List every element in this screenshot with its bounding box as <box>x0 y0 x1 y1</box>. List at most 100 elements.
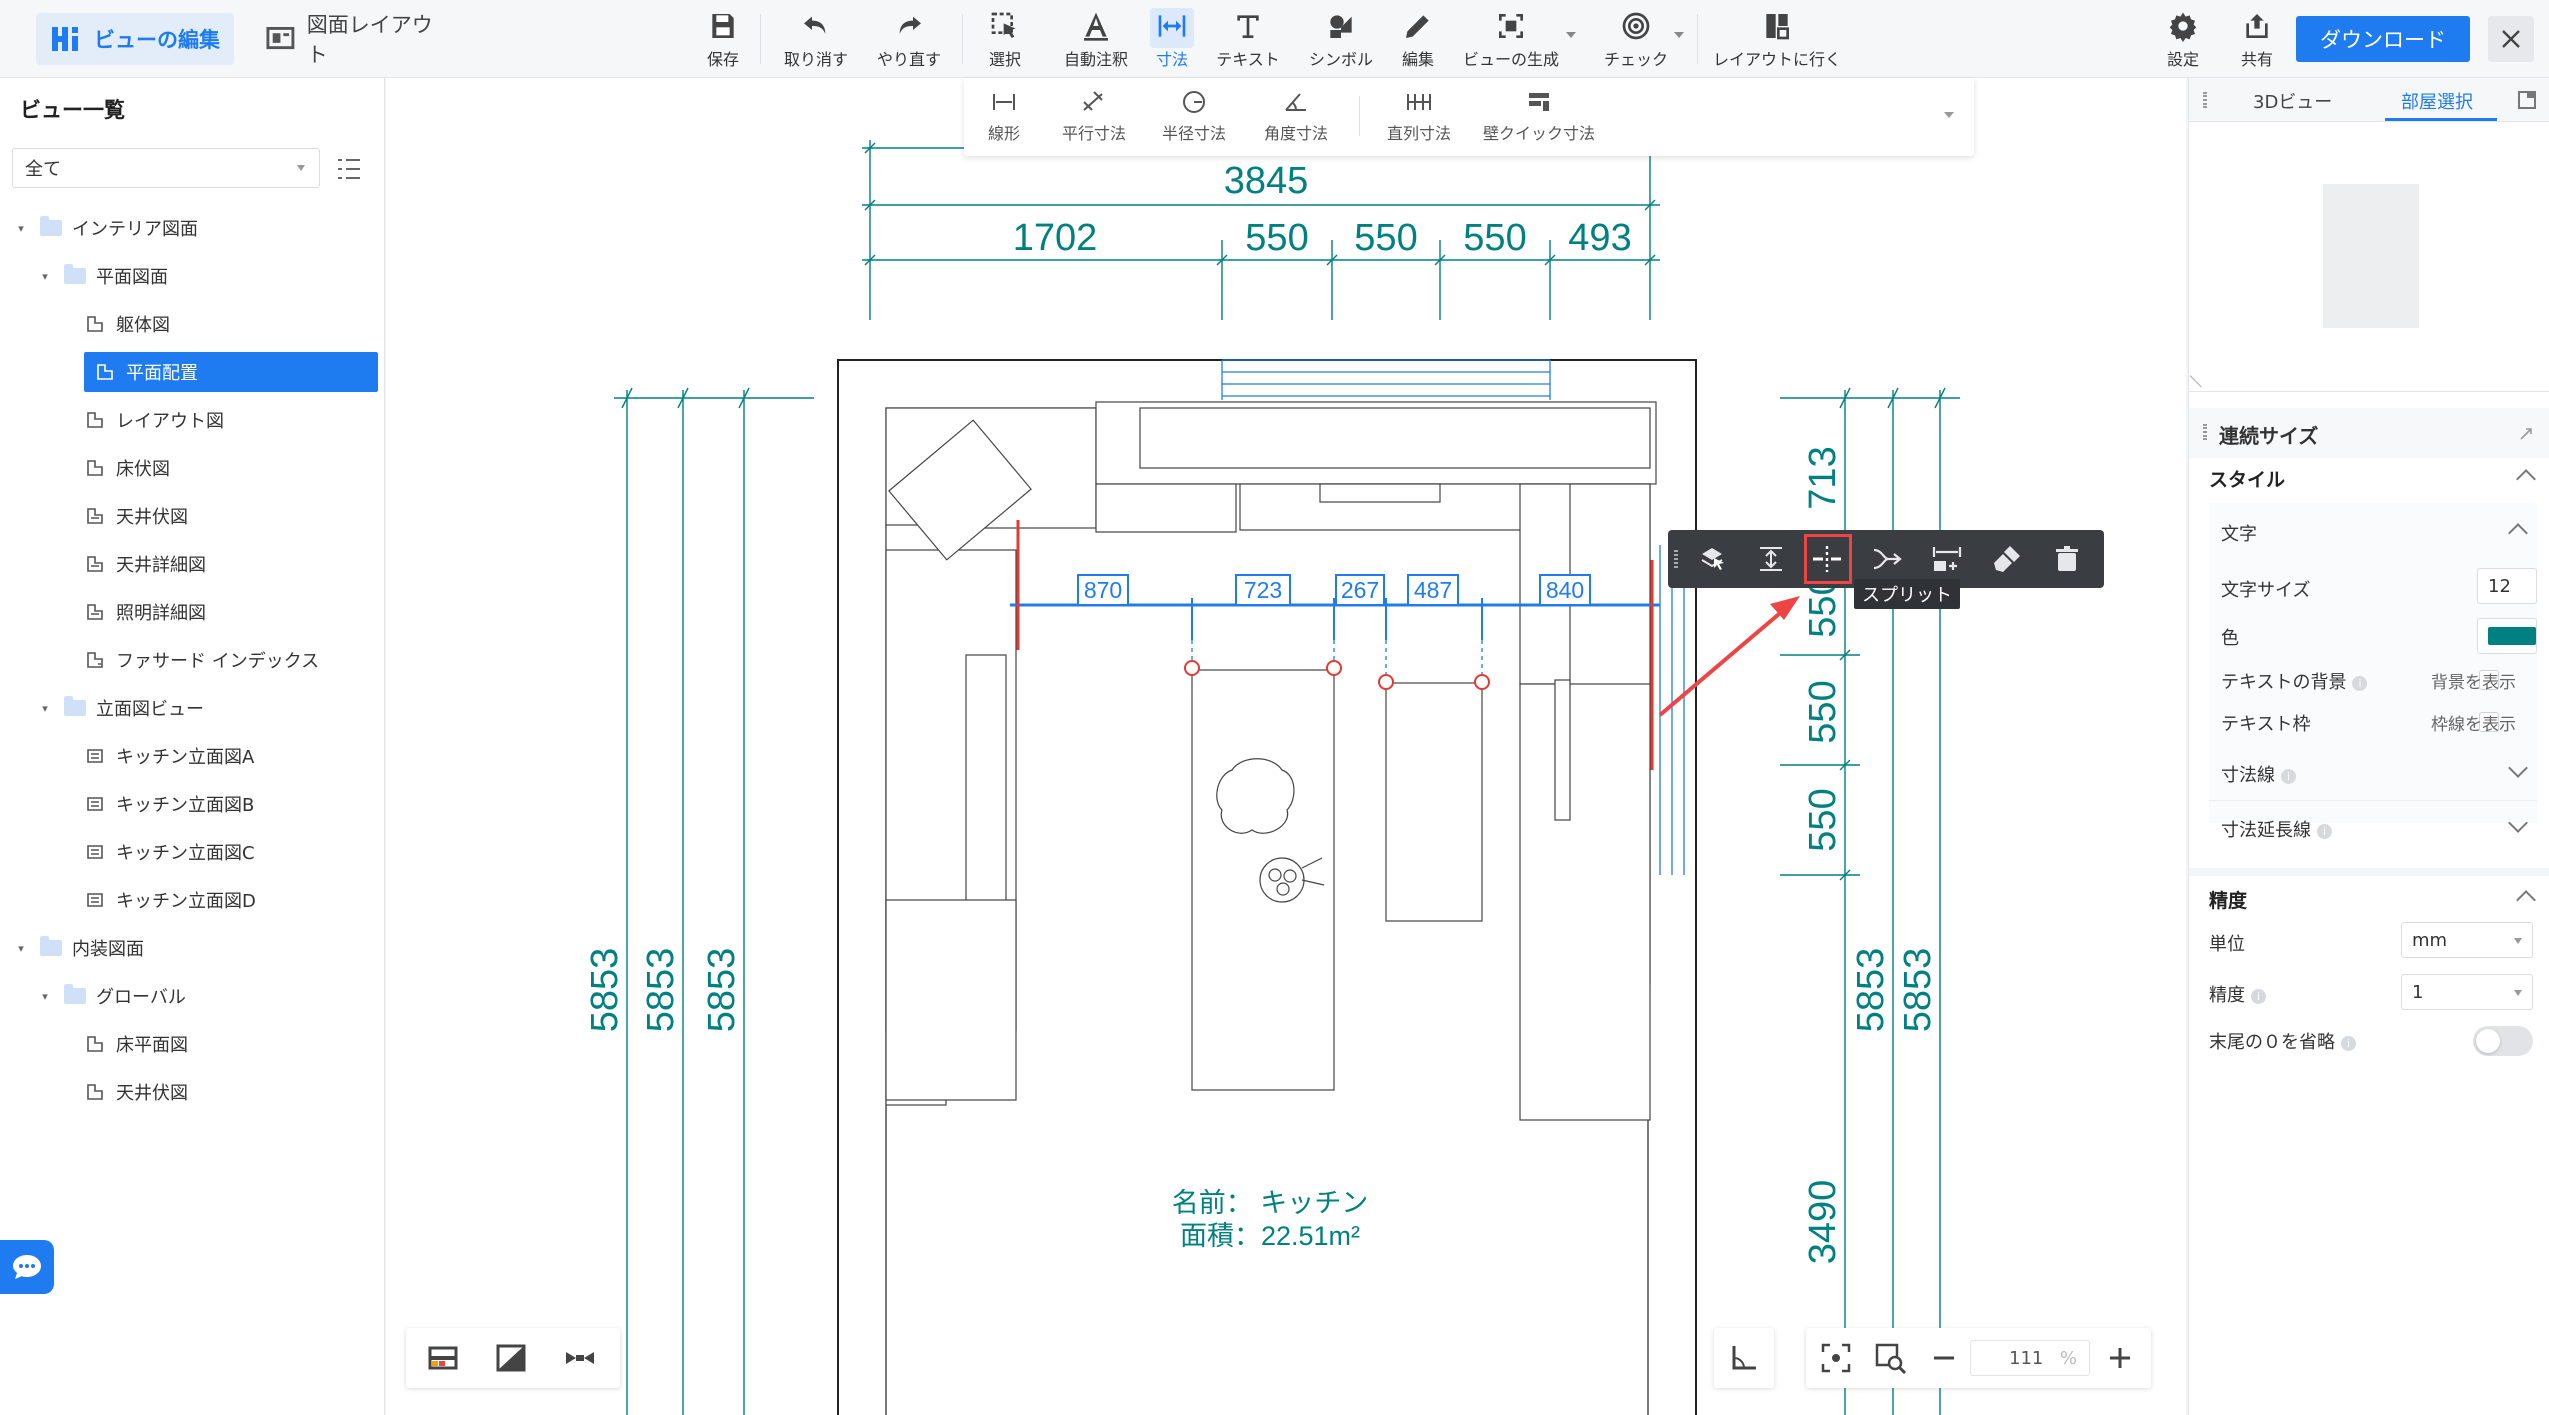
select-tool-button[interactable]: 選択 <box>955 8 1055 70</box>
tree-view-item[interactable]: キッチン立面図A <box>86 736 254 776</box>
precision-select[interactable]: 1 <box>2401 974 2533 1010</box>
tree-expand-arrow-icon[interactable]: ▾ <box>42 701 48 715</box>
symbol-toggle-button[interactable] <box>562 1342 598 1374</box>
text-group-title[interactable]: 文字 <box>2221 524 2257 545</box>
right-dim-text[interactable]: 3490 <box>1802 1180 1844 1265</box>
tree-view-item[interactable]: 天井詳細図 <box>86 544 206 584</box>
chevron-up-icon[interactable] <box>2516 890 2536 910</box>
radius-dim-button[interactable]: 半径寸法 <box>1144 88 1244 146</box>
tree-view-item[interactable]: 天井伏図 <box>86 1072 188 1112</box>
go-to-layout-button[interactable]: レイアウトに行く <box>1712 8 1842 70</box>
height-dim-button[interactable] <box>1742 530 1800 588</box>
tree-view-item[interactable]: 床平面図 <box>86 1024 188 1064</box>
window-right[interactable] <box>1659 545 1685 875</box>
generate-view-button[interactable]: ビューの生成 <box>1452 8 1570 70</box>
tree-view-item[interactable]: 躯体図 <box>86 304 170 344</box>
tree-view-item[interactable]: キッチン立面図C <box>86 832 255 872</box>
redo-button[interactable]: やり直す <box>859 8 959 70</box>
right-dim-text[interactable]: 5853 <box>1897 948 1939 1033</box>
tree-view-item[interactable]: 天井伏図 <box>86 496 188 536</box>
right-dim-text[interactable]: 713 <box>1802 446 1844 509</box>
delete-button[interactable] <box>2038 530 2096 588</box>
tab-room-select[interactable]: 部屋選択 <box>2401 92 2473 113</box>
axis-button[interactable] <box>1714 1328 1774 1388</box>
select-move-button[interactable] <box>1684 530 1742 588</box>
merge-button[interactable] <box>1858 530 1916 588</box>
view-filter-select[interactable]: 全て <box>12 148 320 188</box>
zoom-out-button[interactable] <box>1932 1350 1956 1366</box>
tab-3d-view[interactable]: 3Dビュー <box>2253 92 2333 113</box>
close-button[interactable] <box>2488 16 2534 62</box>
top-dim-segment[interactable]: 550 <box>1245 217 1308 259</box>
tree-folder[interactable]: ▾グローバル <box>38 976 186 1016</box>
check-dropdown-icon[interactable] <box>1674 32 1684 38</box>
split-button[interactable] <box>1798 530 1856 588</box>
grip-point[interactable] <box>1184 660 1200 676</box>
tree-folder[interactable]: ▾インテリア図面 <box>14 208 198 248</box>
chain-dim-label[interactable]: 267 <box>1341 577 1379 603</box>
download-button[interactable]: ダウンロード <box>2296 16 2470 62</box>
tree-view-item[interactable]: 照明詳細図 <box>86 592 206 632</box>
room-preview[interactable] <box>2189 122 2549 392</box>
layer-toggle-button[interactable] <box>426 1342 462 1374</box>
window-top[interactable] <box>1221 359 1551 400</box>
fill-toggle-button[interactable] <box>494 1342 530 1374</box>
mode-drawing-layout-button[interactable]: 図面レイアウト <box>252 13 462 67</box>
zoom-input[interactable]: 111 % <box>1970 1340 2090 1376</box>
wall-quick-dim-button[interactable]: 壁クイック寸法 <box>1474 88 1604 146</box>
mode-view-edit-button[interactable]: ビューの編集 <box>36 13 234 65</box>
edit-tool-button[interactable]: 編集 <box>1368 8 1468 70</box>
share-button[interactable]: 共有 <box>2207 8 2307 70</box>
right-dim-text[interactable]: 550 <box>1802 788 1844 851</box>
chat-support-button[interactable] <box>0 1240 54 1294</box>
grip-point[interactable] <box>1474 674 1490 690</box>
right-dim-text[interactable]: 5853 <box>1850 948 1892 1033</box>
wall-quick-dim-dropdown-icon[interactable] <box>1944 112 1954 118</box>
right-dim-text[interactable]: 550 <box>1802 680 1844 743</box>
top-dim-segment[interactable]: 1702 <box>1013 217 1098 259</box>
trailing-zero-toggle[interactable] <box>2473 1026 2533 1056</box>
text-tool-button[interactable]: テキスト <box>1198 8 1298 70</box>
aligned-dim-button[interactable]: 平行寸法 <box>1044 88 1144 146</box>
tree-view-item[interactable]: キッチン立面図B <box>86 784 254 824</box>
chain-dim-label[interactable]: 723 <box>1244 577 1282 603</box>
auto-annotate-button[interactable]: 自動注釈 <box>1046 8 1146 70</box>
top-dim-segment[interactable]: 493 <box>1568 217 1631 259</box>
top-dim-segment[interactable]: 550 <box>1354 217 1417 259</box>
chain-dim-label[interactable]: 840 <box>1546 577 1584 603</box>
top-dim-total[interactable]: 3845 <box>1224 160 1309 202</box>
left-dim-text[interactable]: 5853 <box>584 948 626 1033</box>
drag-handle-icon[interactable] <box>2203 424 2207 440</box>
text-frame-check-label[interactable]: 枠線を表示 <box>2431 715 2516 735</box>
tree-folder[interactable]: ▾立面図ビュー <box>38 688 204 728</box>
tree-view-item[interactable]: ファサード インデックス <box>86 640 319 680</box>
tree-expand-arrow-icon[interactable]: ▾ <box>18 221 24 235</box>
popout-button[interactable] <box>2517 90 2537 110</box>
style-brush-button[interactable] <box>1978 530 2036 588</box>
expand-icon[interactable] <box>2519 426 2533 440</box>
tree-view-item[interactable]: キッチン立面図D <box>86 880 256 920</box>
generate-view-dropdown-icon[interactable] <box>1566 32 1576 38</box>
room-area-label[interactable]: 面積：22.51m² <box>1180 1221 1360 1251</box>
tree-expand-arrow-icon[interactable]: ▾ <box>42 269 48 283</box>
chain-dimension-selected[interactable]: 870 723 267 487 840 <box>1010 520 1660 770</box>
fit-view-button[interactable] <box>1820 1342 1852 1374</box>
continuous-dim-button[interactable]: 直列寸法 <box>1369 88 1469 146</box>
tree-expand-arrow-icon[interactable]: ▾ <box>18 941 24 955</box>
tree-view-item[interactable]: 平面配置 <box>84 352 378 392</box>
chain-dim-label[interactable]: 870 <box>1084 577 1122 603</box>
style-section-title[interactable]: スタイル <box>2209 469 2286 491</box>
room-name-label[interactable]: 名前： キッチン <box>1172 1188 1369 1218</box>
spacing-button[interactable] <box>1918 530 1976 588</box>
left-dimension-lines[interactable] <box>614 387 814 1415</box>
save-button[interactable]: 保存 <box>673 8 773 70</box>
text-bg-checkbox[interactable] <box>2479 670 2499 690</box>
precision-section-title[interactable]: 精度 <box>2209 890 2248 912</box>
color-picker[interactable] <box>2477 618 2537 654</box>
tree-view-item[interactable]: 床伏図 <box>86 448 170 488</box>
check-tool-button[interactable]: チェック <box>1586 8 1686 70</box>
grip-point[interactable] <box>1326 660 1342 676</box>
text-bg-check-label[interactable]: 背景を表示 <box>2431 673 2516 693</box>
left-dim-text[interactable]: 5853 <box>701 948 743 1033</box>
